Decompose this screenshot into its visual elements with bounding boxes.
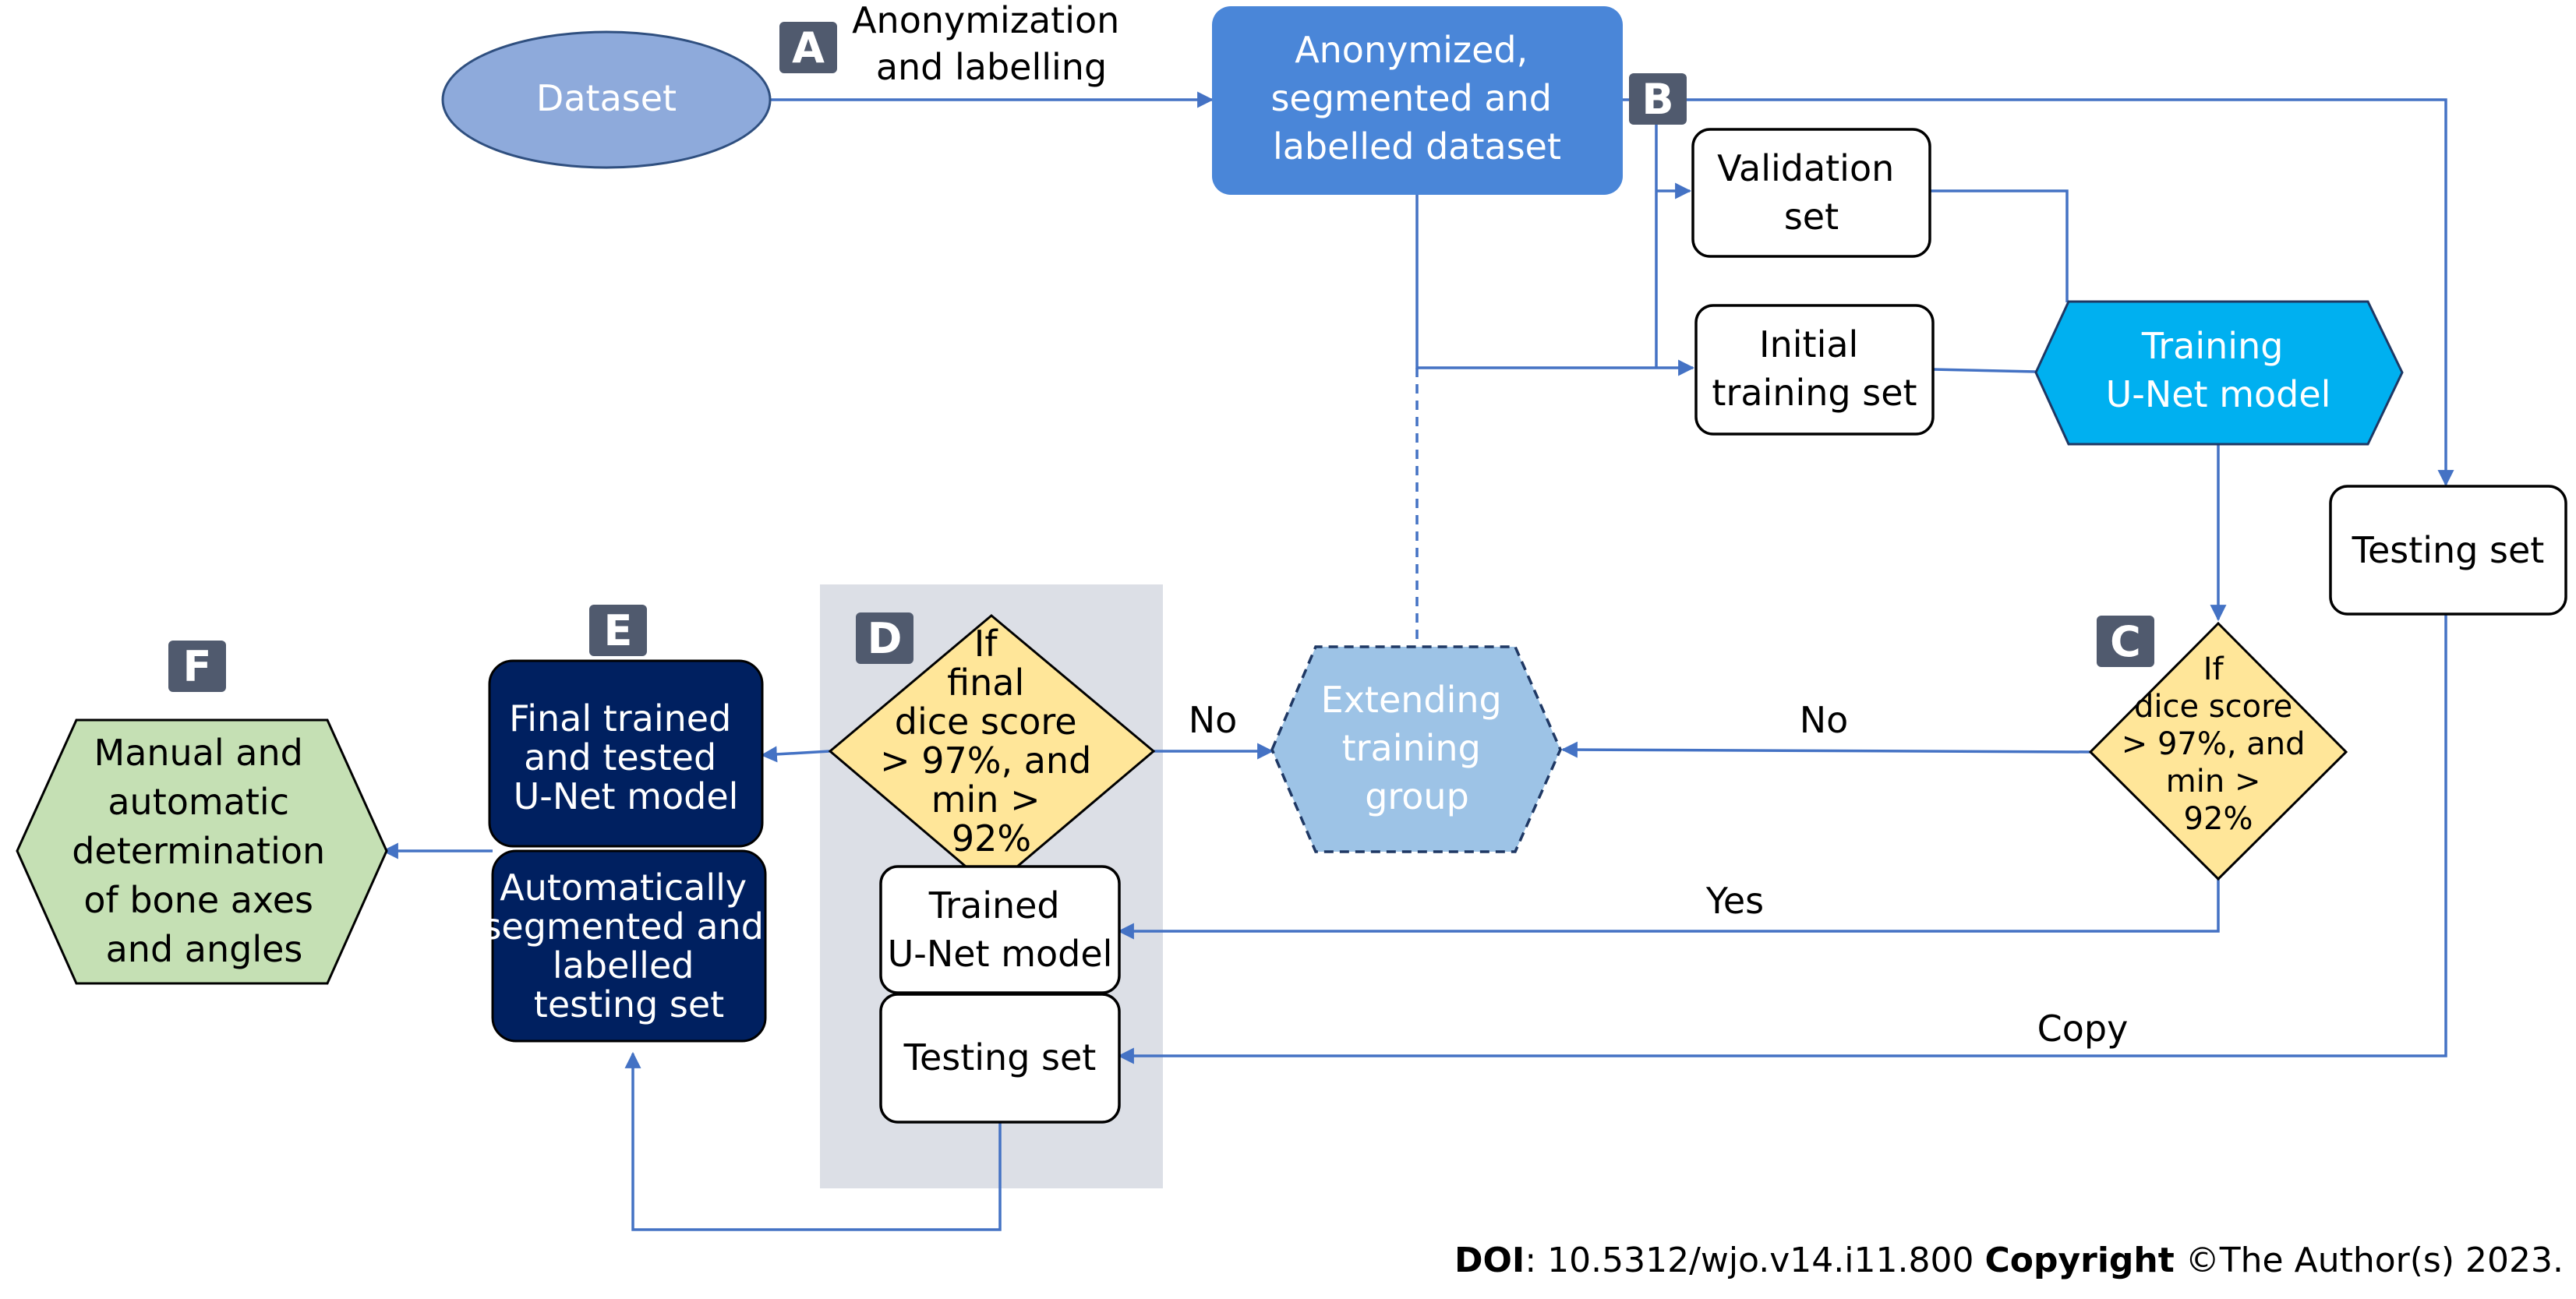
extending-training-group-label: Extending training group [1321, 679, 1514, 817]
edge-initial-to-training [1932, 368, 2037, 373]
anonymized-dataset-node [1212, 6, 1623, 195]
trained-unet-label: Trained U-Net model [888, 884, 1113, 975]
manual-automatic-determination-node [16, 718, 388, 985]
copyright-value: ©The Author(s) 2023. [2174, 1241, 2564, 1280]
svg-text:D: D [868, 614, 903, 663]
testing-set-right-label: Testing set [2352, 529, 2545, 571]
badge-a: A [779, 22, 837, 73]
manual-automatic-determination-label: Manual and automatic determination of bo… [72, 732, 337, 970]
extending-training-group-node [1270, 645, 1562, 853]
yes-edge-label: Yes [1705, 880, 1764, 922]
testing-set-d-node [879, 993, 1121, 1124]
decision-c-label: If dice score > 97%, and min > 92% [2122, 651, 2316, 837]
decision-c-node [2088, 621, 2348, 881]
dataset-label: Dataset [536, 77, 677, 119]
svg-text:F: F [183, 642, 212, 691]
no-c-edge-label: No [1800, 699, 1849, 741]
validation-set-label: Validation set [1717, 147, 1906, 238]
badge-c: C [2097, 616, 2154, 667]
training-unet-node [2034, 300, 2404, 446]
auto-segmented-testing-set-node [491, 849, 767, 1043]
edge-testing-d-to-auto [624, 1051, 1002, 1231]
edge-decision-c-no [1560, 741, 2091, 758]
svg-text:B: B [1641, 75, 1673, 124]
initial-training-set-node [1694, 304, 1935, 436]
doi-copyright-footer: DOI: 10.5312/wjo.v14.i11.800 Copyright ©… [1454, 1241, 2564, 1280]
svg-text:A: A [792, 23, 825, 72]
copy-edge-label: Copy [2037, 1008, 2129, 1050]
svg-text:E: E [604, 606, 633, 655]
doi-label: DOI [1454, 1241, 1525, 1280]
connectors [381, 91, 2454, 1231]
doi-value: : 10.5312/wjo.v14.i11.800 [1525, 1241, 1985, 1280]
edge-anonymized-to-initial-training [1415, 195, 1695, 376]
edge-decision-c-yes [1117, 874, 2220, 940]
copyright-label: Copyright [1984, 1241, 2175, 1280]
testing-set-right-node [2329, 485, 2567, 616]
badge-b: B [1629, 73, 1687, 125]
anonymization-edge-label: Anonymization and labelling [852, 0, 1131, 88]
final-trained-model-node [488, 659, 764, 848]
trained-unet-node [879, 865, 1121, 994]
badge-d: D [856, 612, 913, 664]
edge-testing-copy [1117, 614, 2447, 1064]
training-unet-label: Training U-Net model [2106, 325, 2331, 415]
testing-set-d-label: Testing set [903, 1036, 1097, 1078]
validation-set-node [1691, 128, 1931, 258]
badge-f: F [168, 641, 226, 692]
edge-anonymized-to-testing-right [1623, 98, 2454, 487]
no-d-edge-label: No [1189, 699, 1238, 741]
dataset-node [441, 30, 772, 169]
svg-text:C: C [2110, 617, 2141, 666]
edge-validation-to-training [1930, 189, 2069, 302]
final-trained-model-label: Final trained and tested U-Net model [509, 697, 743, 817]
decision-d-label: If final dice score > 97%, and min > 92% [880, 623, 1103, 860]
initial-training-set-label: Initial training set [1712, 323, 1917, 414]
badge-e: E [589, 605, 647, 656]
edge-decision-d-to-final [760, 746, 831, 763]
auto-segmented-testing-set-label: Automatically segmented and labelled tes… [482, 867, 775, 1025]
anonymized-dataset-label: Anonymized, segmented and labelled datas… [1270, 29, 1563, 168]
